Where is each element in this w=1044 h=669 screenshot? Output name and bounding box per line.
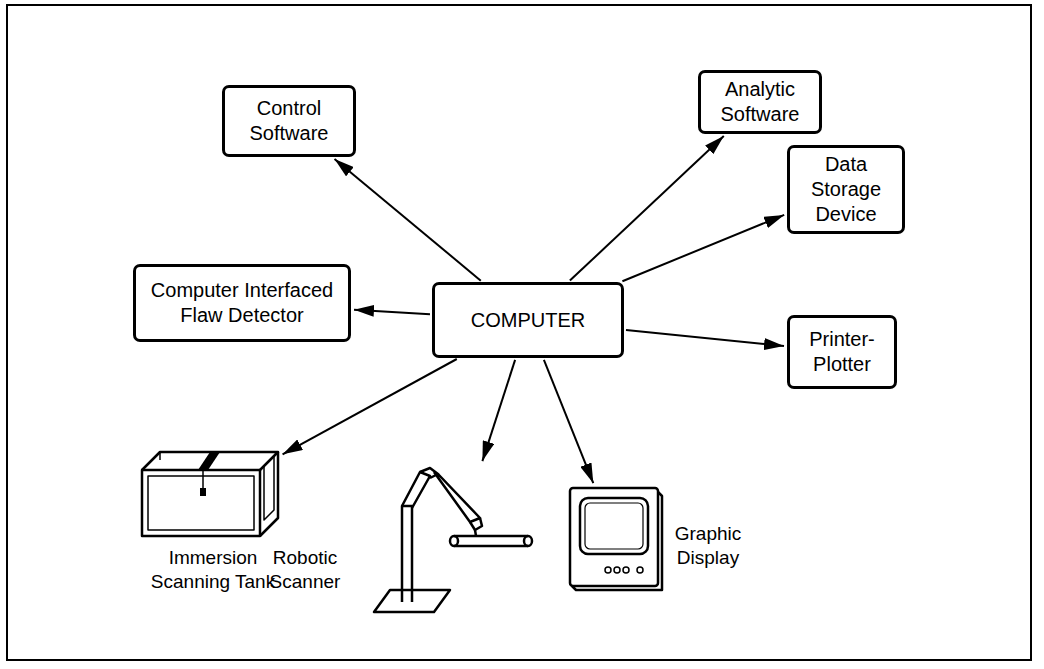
process-box: Computer Interfaced Flaw Detector — [133, 264, 351, 342]
graphic-display-drawing — [568, 486, 664, 594]
arrow-connector — [482, 360, 515, 461]
process-box: Control Software — [222, 85, 356, 157]
arrow-connector — [354, 310, 430, 315]
node-label: Analytic Software — [709, 77, 811, 127]
arrow-connector — [622, 215, 784, 281]
central-computer-box: COMPUTER — [432, 282, 624, 358]
robotic-scanner: Robotic Scanner — [250, 462, 542, 618]
immersion-tank: Immersion Scanning Tank — [140, 448, 286, 618]
immersion-tank-drawing — [140, 448, 280, 540]
node-label: Computer Interfaced Flaw Detector — [144, 278, 340, 328]
illustration-label: Graphic Display — [668, 522, 748, 570]
arrow-connector — [283, 359, 457, 454]
node-label: COMPUTER — [471, 308, 585, 333]
arrow-connector — [570, 136, 724, 281]
node-label: Immersion Scanning Tank — [140, 546, 286, 594]
node-label: Data Storage Device — [798, 152, 894, 227]
arrow-connector — [544, 360, 593, 483]
graphic-display: Graphic Display — [568, 484, 748, 596]
robotic-scanner-drawing — [372, 464, 542, 616]
process-box: Data Storage Device — [787, 145, 905, 234]
illustration-label: Robotic Scanner — [250, 546, 360, 594]
node-label: Control Software — [233, 96, 345, 146]
process-box: Analytic Software — [698, 70, 822, 134]
node-label: Graphic Display — [668, 522, 748, 570]
node-label: Robotic Scanner — [250, 546, 360, 594]
process-box: Printer-Plotter — [787, 315, 897, 389]
illustration-label: Immersion Scanning Tank — [140, 546, 286, 594]
arrow-connector — [335, 159, 481, 281]
node-label: Printer-Plotter — [798, 327, 886, 377]
arrow-connector — [626, 330, 784, 346]
